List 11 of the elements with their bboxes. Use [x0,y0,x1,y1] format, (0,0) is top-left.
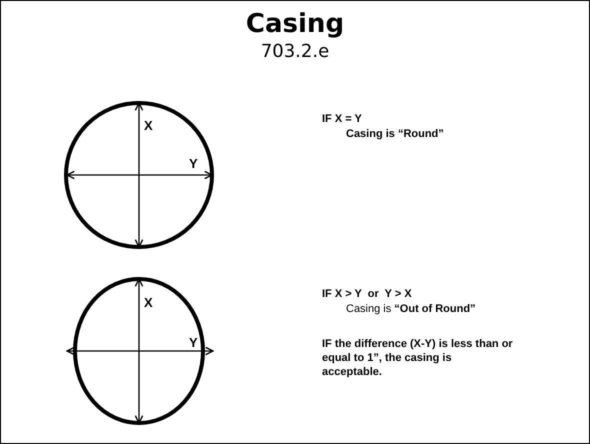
condition-text: IF X = Y [322,113,362,125]
condition-text: IF X > Y or Y > X [322,288,412,300]
acceptance-note: IF the difference (X-Y) is less than or equal to 1”, the casing is acceptable. [322,337,514,379]
section-number: 703.2.e [260,41,330,62]
result-text: Casing is “Out of Round” [346,303,476,315]
dimension-label: X [144,118,153,133]
dimension-label: X [144,295,153,310]
slide-title: Casing [244,9,346,39]
result-text: Casing is “Round” [346,128,444,140]
dimension-label: Y [189,156,198,171]
dimension-label: Y [189,335,198,350]
